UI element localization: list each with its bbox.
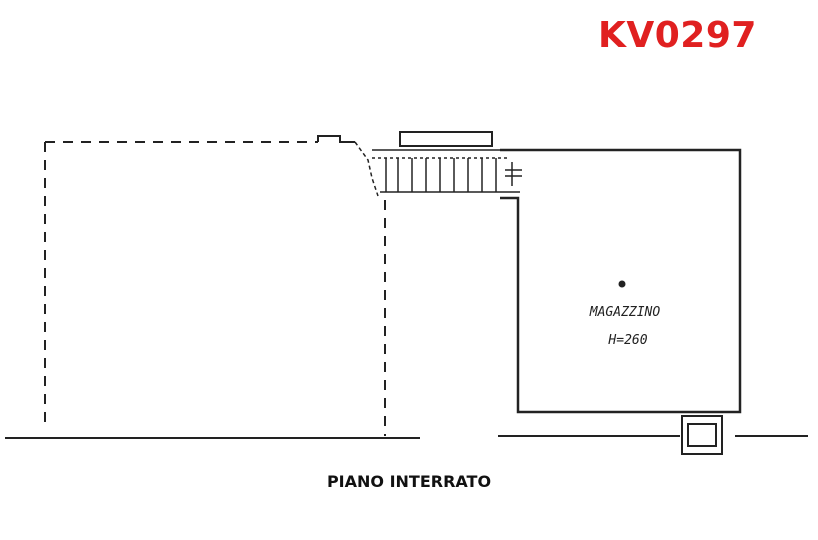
unexcavated-outline — [44, 141, 386, 436]
room-name: MAGAZZINO — [589, 305, 661, 320]
top-step — [317, 135, 355, 143]
stair-landing — [399, 131, 493, 147]
room-number-dot — [618, 280, 626, 288]
room-height: H=260 — [607, 333, 647, 348]
room-walls — [500, 148, 742, 414]
staircase — [372, 149, 522, 193]
listing-code: KV0297 — [598, 15, 757, 56]
stair-diagonal — [354, 141, 379, 197]
lightwell — [681, 415, 723, 455]
floor-caption: PIANO INTERRATO — [326, 472, 492, 491]
